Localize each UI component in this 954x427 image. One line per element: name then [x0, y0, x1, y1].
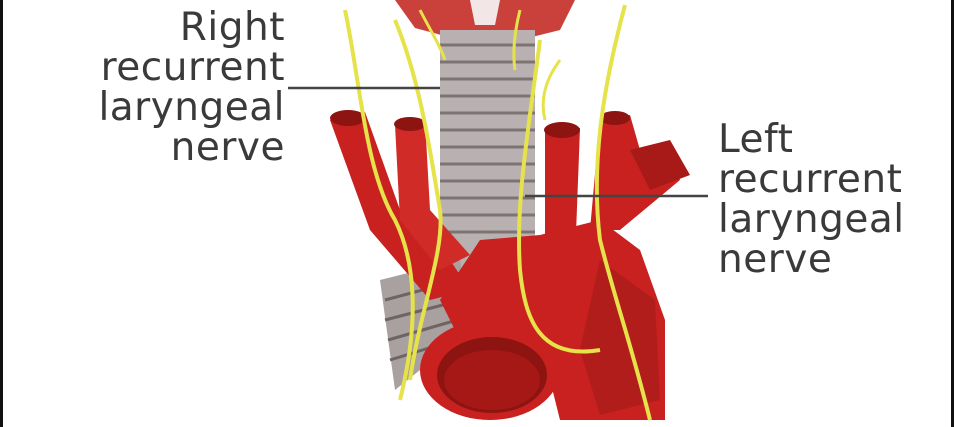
left-recurrent-laryngeal-nerve-label: Left recurrent laryngeal nerve — [718, 120, 938, 280]
left-subclavian-artery — [590, 111, 690, 230]
right-recurrent-laryngeal-nerve-label: Right recurrent laryngeal nerve — [70, 8, 285, 168]
